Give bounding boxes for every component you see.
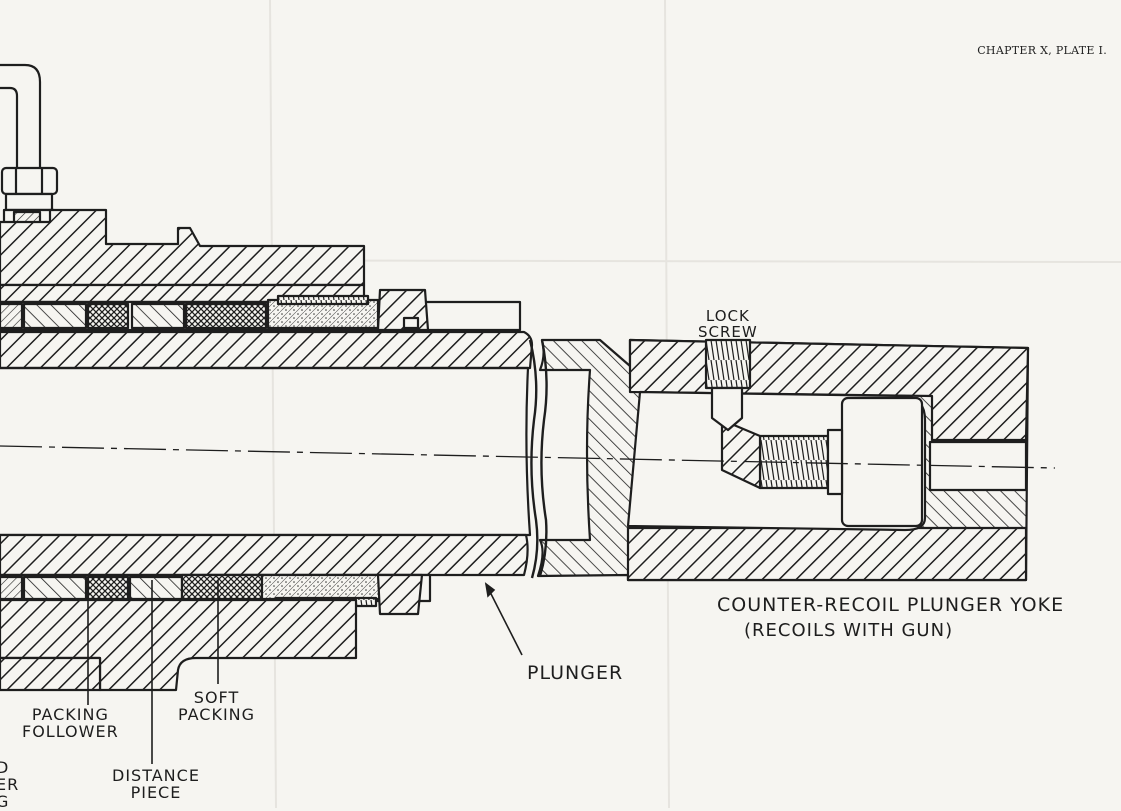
pipe-bend [0,63,42,170]
yoke-note-label: (RECOILS WITH GUN) [744,620,954,641]
distance-piece-label: DISTANCE PIECE [112,766,200,802]
cut-off-label: D ER G [0,758,20,811]
soft-packing-label: SOFT PACKING [178,688,256,724]
yoke-title-label: COUNTER-RECOIL PLUNGER YOKE [717,594,1065,616]
leader-lines [87,580,523,764]
break-line [528,339,539,579]
yoke-plug [840,396,924,528]
cylinder-body-upper [0,208,366,287]
centre-line [0,445,1056,469]
packing-follower-label: PACKING FOLLOWER [22,705,119,741]
lower-packing-row [0,573,432,616]
upper-packing-row [0,288,522,332]
yoke-lower-block [626,526,1028,582]
plunger-wall-lower [0,533,529,577]
lock-screw-label: LOCK SCREW [698,307,758,341]
plunger-bore [0,366,532,537]
lock-screw-head [704,338,752,390]
hex-nut [0,166,59,196]
plunger-wall-upper [0,330,534,370]
plunger-label: PLUNGER [527,662,624,684]
plate-header: CHAPTER X, PLATE I. [977,44,1107,57]
